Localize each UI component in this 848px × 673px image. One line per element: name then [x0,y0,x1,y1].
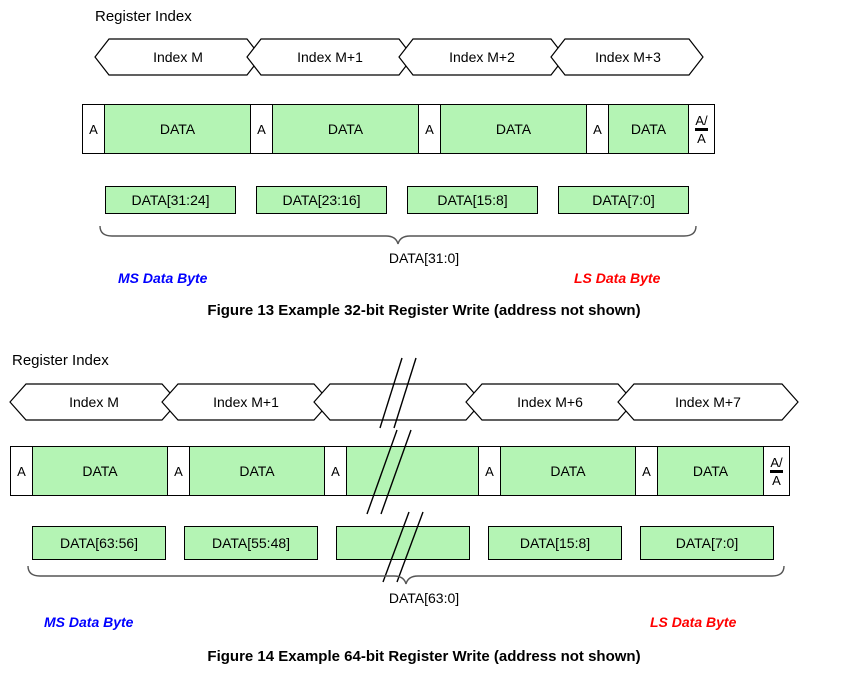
overbar [770,469,783,473]
ack-nack-top: A/ [770,454,783,470]
ack-cell-2: A [419,105,441,153]
data-cell-2: DATA [441,105,587,153]
register-index-label: Register Index [95,8,192,25]
data-cell-break [347,447,479,495]
ms-data-byte-label-2: MS Data Byte [44,614,134,630]
figure-13-32bit-register-write: Register Index Index M Index M+1 Index M… [0,0,848,330]
data-cell-3: DATA [609,105,689,153]
data-cell-1: DATA [190,447,325,495]
data-ack-cell-row-2: A DATA A DATA A A DATA A DATA A/ A [10,446,790,496]
overbar [695,127,708,131]
byte-box-2: DATA[15:8] [407,186,538,214]
data-cell-0: DATA [105,105,251,153]
data-cell-3: DATA [658,447,764,495]
figure-13-caption: Figure 13 Example 32-bit Register Write … [207,302,641,319]
data-span-brace [98,224,698,246]
data-cell-1: DATA [273,105,419,153]
byte-box-3: DATA[7:0] [558,186,689,214]
data-span-label-2: DATA[63:0] [388,590,460,606]
byte-box-0: DATA[31:24] [105,186,236,214]
byte-box-0: DATA[63:56] [32,526,166,560]
byte-box-break [336,526,470,560]
byte-box-row-2: DATA[63:56] DATA[55:48] DATA[15:8] DATA[… [0,526,848,560]
data-ack-cell-row: A DATA A DATA A DATA A DATA A/ A [82,104,715,154]
hexagon-label-3: Index M+3 [595,49,661,65]
ack-nack-cell-2: A/ A [764,447,789,495]
hexagon-label-4: Index M+7 [675,394,741,410]
byte-box-3: DATA[7:0] [640,526,774,560]
byte-box-2: DATA[15:8] [488,526,622,560]
ack-cell-1: A [168,447,190,495]
ack-cell-2: A [325,447,347,495]
hexagon-label-1: Index M+1 [297,49,363,65]
data-cell-2: DATA [501,447,636,495]
byte-box-1: DATA[55:48] [184,526,318,560]
figure-14-caption: Figure 14 Example 64-bit Register Write … [207,648,641,665]
register-index-hexagon-chain-2: Index M Index M+1 Index M+6 Index M+7 [9,382,800,421]
ls-data-byte-label-2: LS Data Byte [650,614,737,630]
hexagon-index-m-plus-3 [550,38,704,76]
hexagon-label-3: Index M+6 [517,394,583,410]
ack-nack-top: A/ [695,112,708,128]
hexagon-label-1: Index M+1 [213,394,279,410]
ms-data-byte-label: MS Data Byte [118,270,208,286]
data-span-label: DATA[31:0] [388,250,460,266]
register-index-label-2: Register Index [12,352,109,369]
data-span-brace-2 [26,564,786,586]
data-cell-0: DATA [33,447,168,495]
hexagon-label-0: Index M [153,49,203,65]
figure-14-64bit-register-write: Register Index Index M Index M+1 Index M… [0,330,848,673]
register-index-hexagon-chain: Index M Index M+1 Index M+2 Index M+3 [94,38,705,76]
ack-nack-cell: A/ A [689,105,714,153]
hexagon-label-0: Index M [69,394,119,410]
ack-cell-3: A [587,105,609,153]
ack-cell-3: A [479,447,501,495]
ack-cell-0: A [83,105,105,153]
ack-cell-1: A [251,105,273,153]
hexagon-label-2: Index M+2 [449,49,515,65]
byte-box-row: DATA[31:24] DATA[23:16] DATA[15:8] DATA[… [0,186,848,214]
ack-nack-bottom: A [772,472,781,488]
hexagon-break [313,383,483,421]
ack-cell-4: A [636,447,658,495]
byte-box-1: DATA[23:16] [256,186,387,214]
ls-data-byte-label: LS Data Byte [574,270,661,286]
hexagon-index-m-plus-7 [617,383,799,421]
ack-cell-0: A [11,447,33,495]
ack-nack-bottom: A [697,130,706,146]
